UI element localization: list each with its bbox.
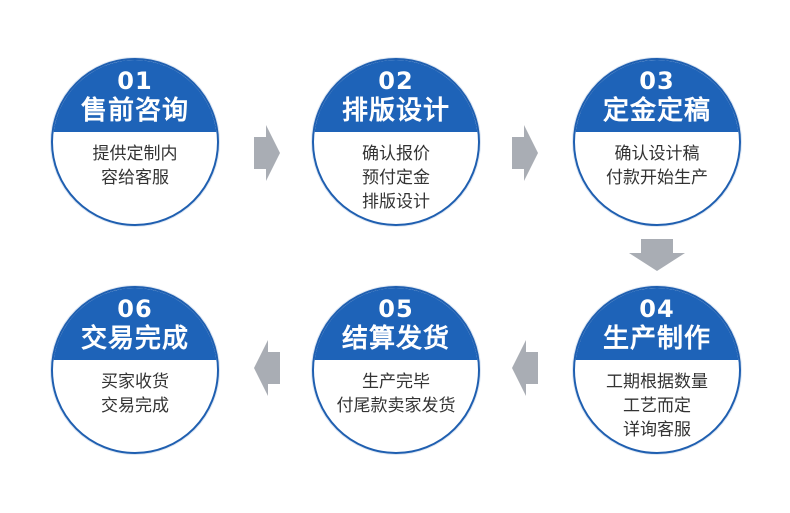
step-number: 05 (378, 295, 414, 323)
description-line: 交易完成 (101, 396, 169, 416)
arrow-left-icon (254, 340, 280, 396)
arrow-right-icon (254, 125, 280, 181)
step-number: 06 (117, 295, 153, 323)
description-line: 容给客服 (101, 168, 169, 188)
step-title: 定金定稿 (602, 96, 711, 126)
step-number: 04 (639, 295, 675, 323)
description-line: 确认报价 (362, 144, 430, 164)
step-1-circle: 01 售前咨询 提供定制内 容给客服 (51, 58, 219, 226)
description-line: 生产完毕 (362, 372, 430, 392)
step-title: 生产制作 (602, 324, 711, 354)
step-description: 工期根据数量 工艺而定 详询客服 (585, 370, 729, 442)
description-line: 详询客服 (623, 420, 691, 440)
step-number: 03 (639, 67, 675, 95)
step-4-circle: 04 生产制作 工期根据数量 工艺而定 详询客服 (573, 286, 741, 454)
step-title: 交易完成 (80, 324, 189, 354)
step-title: 结算发货 (341, 324, 450, 354)
step-header: 04 生产制作 (575, 288, 739, 360)
step-number: 01 (117, 67, 153, 95)
description-line: 买家收货 (101, 372, 169, 392)
arrow-left-icon (512, 340, 538, 396)
description-line: 预付定金 (362, 168, 430, 188)
step-title: 售前咨询 (80, 96, 189, 126)
step-number: 02 (378, 67, 414, 95)
arrow-down-icon (629, 239, 685, 271)
description-line: 排版设计 (362, 192, 430, 212)
description-line: 付尾款卖家发货 (336, 396, 456, 416)
step-header: 06 交易完成 (53, 288, 217, 360)
arrow-right-icon (512, 125, 538, 181)
description-line: 确认设计稿 (614, 144, 700, 164)
step-title: 排版设计 (341, 96, 450, 126)
step-5-circle: 05 结算发货 生产完毕 付尾款卖家发货 (312, 286, 480, 454)
step-description: 提供定制内 容给客服 (63, 142, 207, 190)
step-2-circle: 02 排版设计 确认报价 预付定金 排版设计 (312, 58, 480, 226)
step-header: 02 排版设计 (314, 60, 478, 132)
step-header: 01 售前咨询 (53, 60, 217, 132)
step-header: 05 结算发货 (314, 288, 478, 360)
step-6-circle: 06 交易完成 买家收货 交易完成 (51, 286, 219, 454)
step-header: 03 定金定稿 (575, 60, 739, 132)
step-description: 确认报价 预付定金 排版设计 (324, 142, 468, 214)
step-description: 生产完毕 付尾款卖家发货 (324, 370, 468, 418)
step-description: 确认设计稿 付款开始生产 (585, 142, 729, 190)
description-line: 工期根据数量 (606, 372, 708, 392)
description-line: 提供定制内 (92, 144, 178, 164)
description-line: 付款开始生产 (606, 168, 708, 188)
step-description: 买家收货 交易完成 (63, 370, 207, 418)
description-line: 工艺而定 (623, 396, 691, 416)
step-3-circle: 03 定金定稿 确认设计稿 付款开始生产 (573, 58, 741, 226)
